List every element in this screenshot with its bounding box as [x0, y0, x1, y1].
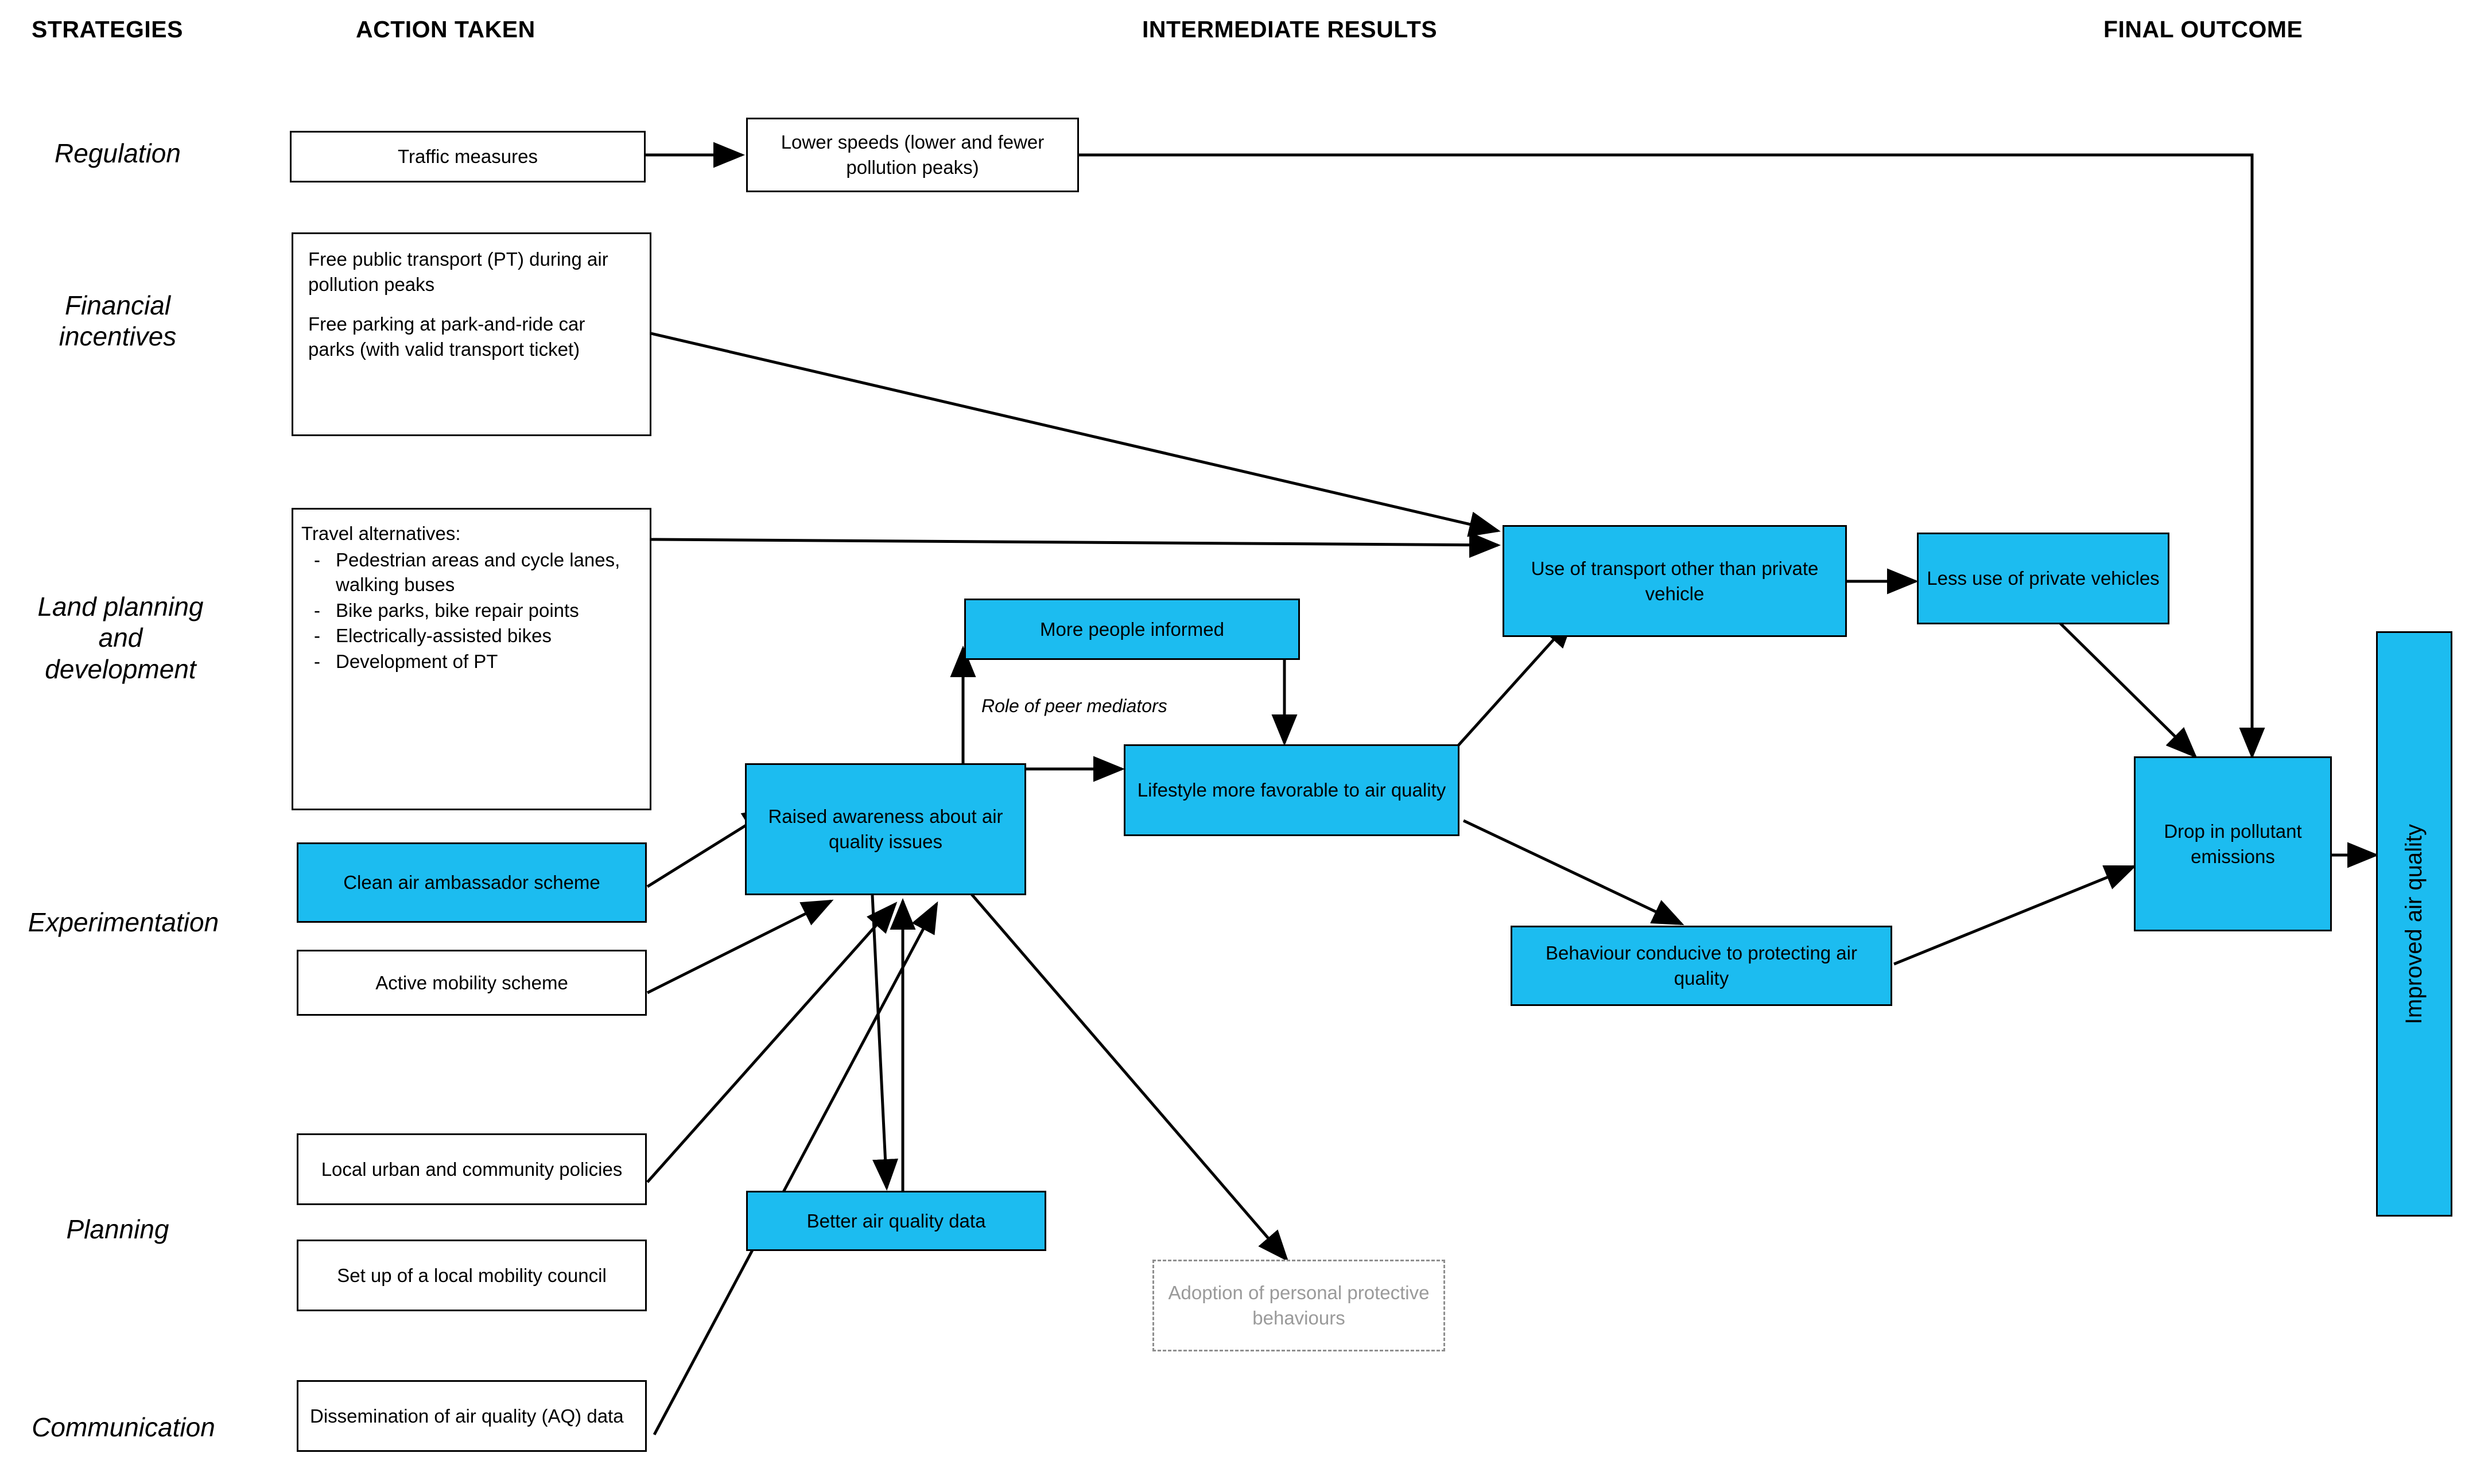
node-aq-data-dissemination[interactable]: Dissemination of air quality (AQ) data [297, 1380, 647, 1452]
travel-alternatives-heading: Travel alternatives: [301, 523, 461, 544]
strategy-label-financial-incentives: Financial incentives [59, 290, 177, 352]
node-behaviour-conducive[interactable]: Behaviour conducive to protecting air qu… [1511, 926, 1892, 1006]
node-less-use-private-vehicles[interactable]: Less use of private vehicles [1917, 533, 2169, 624]
node-local-urban-community-policies[interactable]: Local urban and community policies [297, 1133, 647, 1205]
strategy-label-communication: Communication [32, 1412, 215, 1442]
edge-behaviour-to-drop [1893, 865, 2137, 966]
edge-lowerspeeds-to-drop [1079, 153, 2265, 759]
node-travel-alternatives[interactable]: Travel alternatives: Pedestrian areas an… [292, 508, 651, 810]
edge-financial-to-usetransport [648, 331, 1501, 537]
node-traffic-measures[interactable]: Traffic measures [290, 131, 646, 182]
node-local-mobility-council[interactable]: Set up of a local mobility council [297, 1240, 647, 1311]
node-personal-protective-behaviours[interactable]: Adoption of personal protective behaviou… [1152, 1260, 1445, 1351]
edge-lessuse-to-drop [2038, 601, 2198, 759]
strategy-label-regulation: Regulation [55, 138, 181, 168]
edge-urbanpolicies-to-awareness [646, 902, 898, 1183]
travel-alternatives-item: Bike parks, bike repair points [301, 598, 642, 623]
node-financial-incentives-group[interactable]: Free public transport (PT) during air po… [292, 232, 651, 436]
node-lifestyle-favorable[interactable]: Lifestyle more favorable to air quality [1124, 744, 1459, 836]
travel-alternatives-item: Electrically-assisted bikes [301, 623, 642, 648]
travel-alternatives-item: Development of PT [301, 649, 642, 674]
travel-alternatives-item: Pedestrian areas and cycle lanes, walkin… [301, 547, 642, 597]
node-free-parking: Free parking at park-and-ride car parks … [308, 313, 585, 360]
edge-lifestyle-to-behaviour [1462, 819, 1684, 926]
travel-alternatives-list: Pedestrian areas and cycle lanes, walkin… [301, 547, 642, 674]
edge-lifestyle-to-usetransport [1457, 616, 1575, 747]
strategy-label-planning: Planning [66, 1214, 169, 1244]
edge-aqdata-to-awareness [653, 901, 938, 1436]
node-more-people-informed[interactable]: More people informed [964, 599, 1300, 660]
node-raised-awareness[interactable]: Raised awareness about air quality issue… [745, 763, 1026, 895]
node-drop-in-pollutant-emissions[interactable]: Drop in pollutant emissions [2134, 756, 2332, 931]
edge-travel-to-usetransport [651, 532, 1501, 558]
edge-label-peer-mediators: Role of peer mediators [981, 696, 1167, 716]
node-better-air-quality-data[interactable]: Better air quality data [746, 1191, 1046, 1251]
node-improved-air-quality[interactable]: Improved air quality [2376, 631, 2452, 1217]
node-lower-speeds[interactable]: Lower speeds (lower and fewer pollution … [746, 118, 1079, 192]
node-clean-air-ambassador-scheme[interactable]: Clean air ambassador scheme [297, 842, 647, 923]
node-active-mobility-scheme[interactable]: Active mobility scheme [297, 950, 647, 1016]
node-use-of-transport[interactable]: Use of transport other than private vehi… [1503, 525, 1847, 637]
strategy-label-land-planning: Land planning and development [37, 592, 204, 684]
node-free-public-transport: Free public transport (PT) during air po… [308, 248, 608, 295]
header-strategies: STRATEGIES [32, 16, 183, 42]
edge-awareness-to-betterdata [871, 895, 899, 1191]
header-final-outcome: FINAL OUTCOME [2103, 16, 2303, 42]
edge-mobility-to-awareness [646, 899, 834, 994]
header-action-taken: ACTION TAKEN [356, 16, 535, 42]
strategy-label-experimentation: Experimentation [28, 907, 219, 937]
header-intermediate-results: INTERMEDIATE RESULTS [1142, 16, 1438, 42]
